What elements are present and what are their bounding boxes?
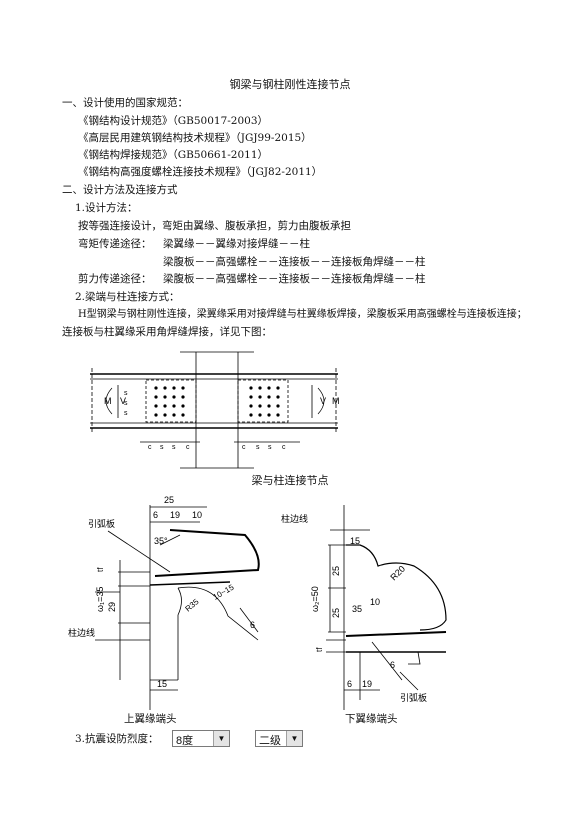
- flange-end-details-drawing: 25 6 19 10 35° 引弧板 柱边线 ω₁=35 tf 29 R35 1…: [68, 495, 447, 710]
- dim-15-right: 15: [350, 536, 360, 546]
- bolt-group-right: [249, 386, 280, 417]
- code-2: 《高层民用建筑钢结构技术规程》（JGJ99-2015）: [78, 132, 312, 144]
- bolt-group-left: [154, 386, 185, 417]
- arc-plate-label-right: 引弧板: [400, 692, 427, 703]
- tf-left: tf: [96, 567, 105, 572]
- code-1: 《钢结构设计规范》（GB50017-2003）: [78, 115, 269, 127]
- code-4: 《钢结构高强度螺栓连接技术规程》（JGJ82-2011）: [78, 166, 323, 178]
- seismic-intensity-value: 8度: [176, 735, 194, 747]
- column-line-label-right: 柱边线: [281, 513, 308, 524]
- method-2-text-1: H型钢梁与钢柱刚性连接，梁翼缘采用对接焊缝与柱翼缘板焊接，梁腹板采用高强螺栓与连…: [78, 309, 527, 320]
- column-line-label-left: 柱边线: [68, 627, 95, 638]
- shear-label-right: V: [320, 396, 326, 406]
- moment-label-right: M: [332, 396, 340, 406]
- dim-c: c: [282, 444, 286, 451]
- dim-15-left: 15: [157, 679, 167, 689]
- method-1-heading: 1.设计方法：: [75, 202, 138, 214]
- lower-flange-caption: 下翼缘端头: [345, 713, 398, 725]
- dim-s: s: [124, 390, 128, 397]
- dim-35-right: 35: [352, 604, 362, 614]
- method-2-text-2: 连接板与柱翼缘采用角焊缝焊接，详见下图：: [62, 326, 272, 338]
- dim-c: c: [186, 444, 190, 451]
- shear-path: 梁腹板－－高强螺栓－－连接板－－连接板角焊缝－－柱: [163, 273, 426, 285]
- dim-c: c: [242, 444, 246, 451]
- chevron-down-icon[interactable]: ▼: [286, 731, 302, 746]
- omega-left: ω₁=35: [95, 587, 105, 612]
- dim-19-right: 19: [362, 679, 372, 689]
- dim-s: s: [124, 410, 128, 417]
- shear-label: 剪力传递途径：: [78, 273, 152, 285]
- dim-19-left: 19: [170, 510, 180, 520]
- arc-plate-label-left: 引弧板: [88, 518, 115, 529]
- dim-s: s: [160, 444, 164, 451]
- beam-column-connection-drawing: M V V M s s s c s s c c s s c: [90, 351, 340, 469]
- chevron-down-icon[interactable]: ▼: [213, 731, 229, 746]
- radius-10-15: 10~15: [212, 582, 236, 601]
- upper-flange-caption: 上翼缘端头: [124, 713, 177, 725]
- dim-s: s: [124, 400, 128, 407]
- moment-path-1: 梁翼缘－－翼缘对接焊缝－－柱: [163, 238, 310, 250]
- dim-25-right-upper: 25: [331, 566, 341, 576]
- dim-10-right: 10: [370, 597, 380, 607]
- dim-10-left: 10: [192, 510, 202, 520]
- dim-25-right-lower: 25: [331, 608, 341, 618]
- section-1-heading: 一、设计使用的国家规范：: [62, 97, 188, 109]
- page-title: 钢梁与钢柱刚性连接节点: [229, 78, 351, 91]
- seismic-grade-select[interactable]: 二级 ▼: [255, 730, 303, 747]
- moment-label-left: M: [104, 396, 112, 406]
- method-2-heading: 2.梁端与柱连接方式：: [75, 291, 180, 303]
- figure1-caption: 梁与柱连接节点: [251, 474, 329, 487]
- method-1-text: 按等强连接设计，弯矩由翼缘、腹板承担，剪力由腹板承担: [78, 220, 351, 232]
- dim-25-left: 25: [164, 495, 174, 505]
- dim-c: c: [148, 444, 152, 451]
- seismic-intensity-select[interactable]: 8度 ▼: [172, 730, 230, 747]
- moment-path-2: 梁腹板－－高强螺栓－－连接板－－连接板角焊缝－－柱: [163, 256, 426, 268]
- section-2-heading: 二、设计方法及连接方式: [62, 184, 178, 196]
- dim-s: s: [256, 444, 260, 451]
- dim-s: s: [268, 444, 272, 451]
- seismic-grade-value: 二级: [259, 735, 281, 747]
- dim-29: 29: [107, 602, 117, 612]
- omega-right: ω₂=50: [310, 586, 320, 612]
- weld-6-left: 6: [250, 620, 255, 630]
- dim-6-right: 6: [347, 679, 352, 689]
- radius-35: R35: [184, 597, 201, 614]
- tf-right: tf: [315, 647, 324, 652]
- code-3: 《钢结构焊接规范》（GB50661-2011）: [78, 149, 269, 161]
- seismic-label: 3.抗震设防烈度：: [75, 733, 159, 745]
- radius-20: R20: [388, 564, 407, 583]
- dim-s: s: [172, 444, 176, 451]
- moment-label: 弯矩传递途径：: [78, 238, 152, 250]
- angle-35: 35°: [154, 536, 168, 546]
- weld-6-right: 6: [390, 660, 395, 670]
- shear-label-left: V: [120, 396, 126, 406]
- dim-6-left: 6: [153, 510, 158, 520]
